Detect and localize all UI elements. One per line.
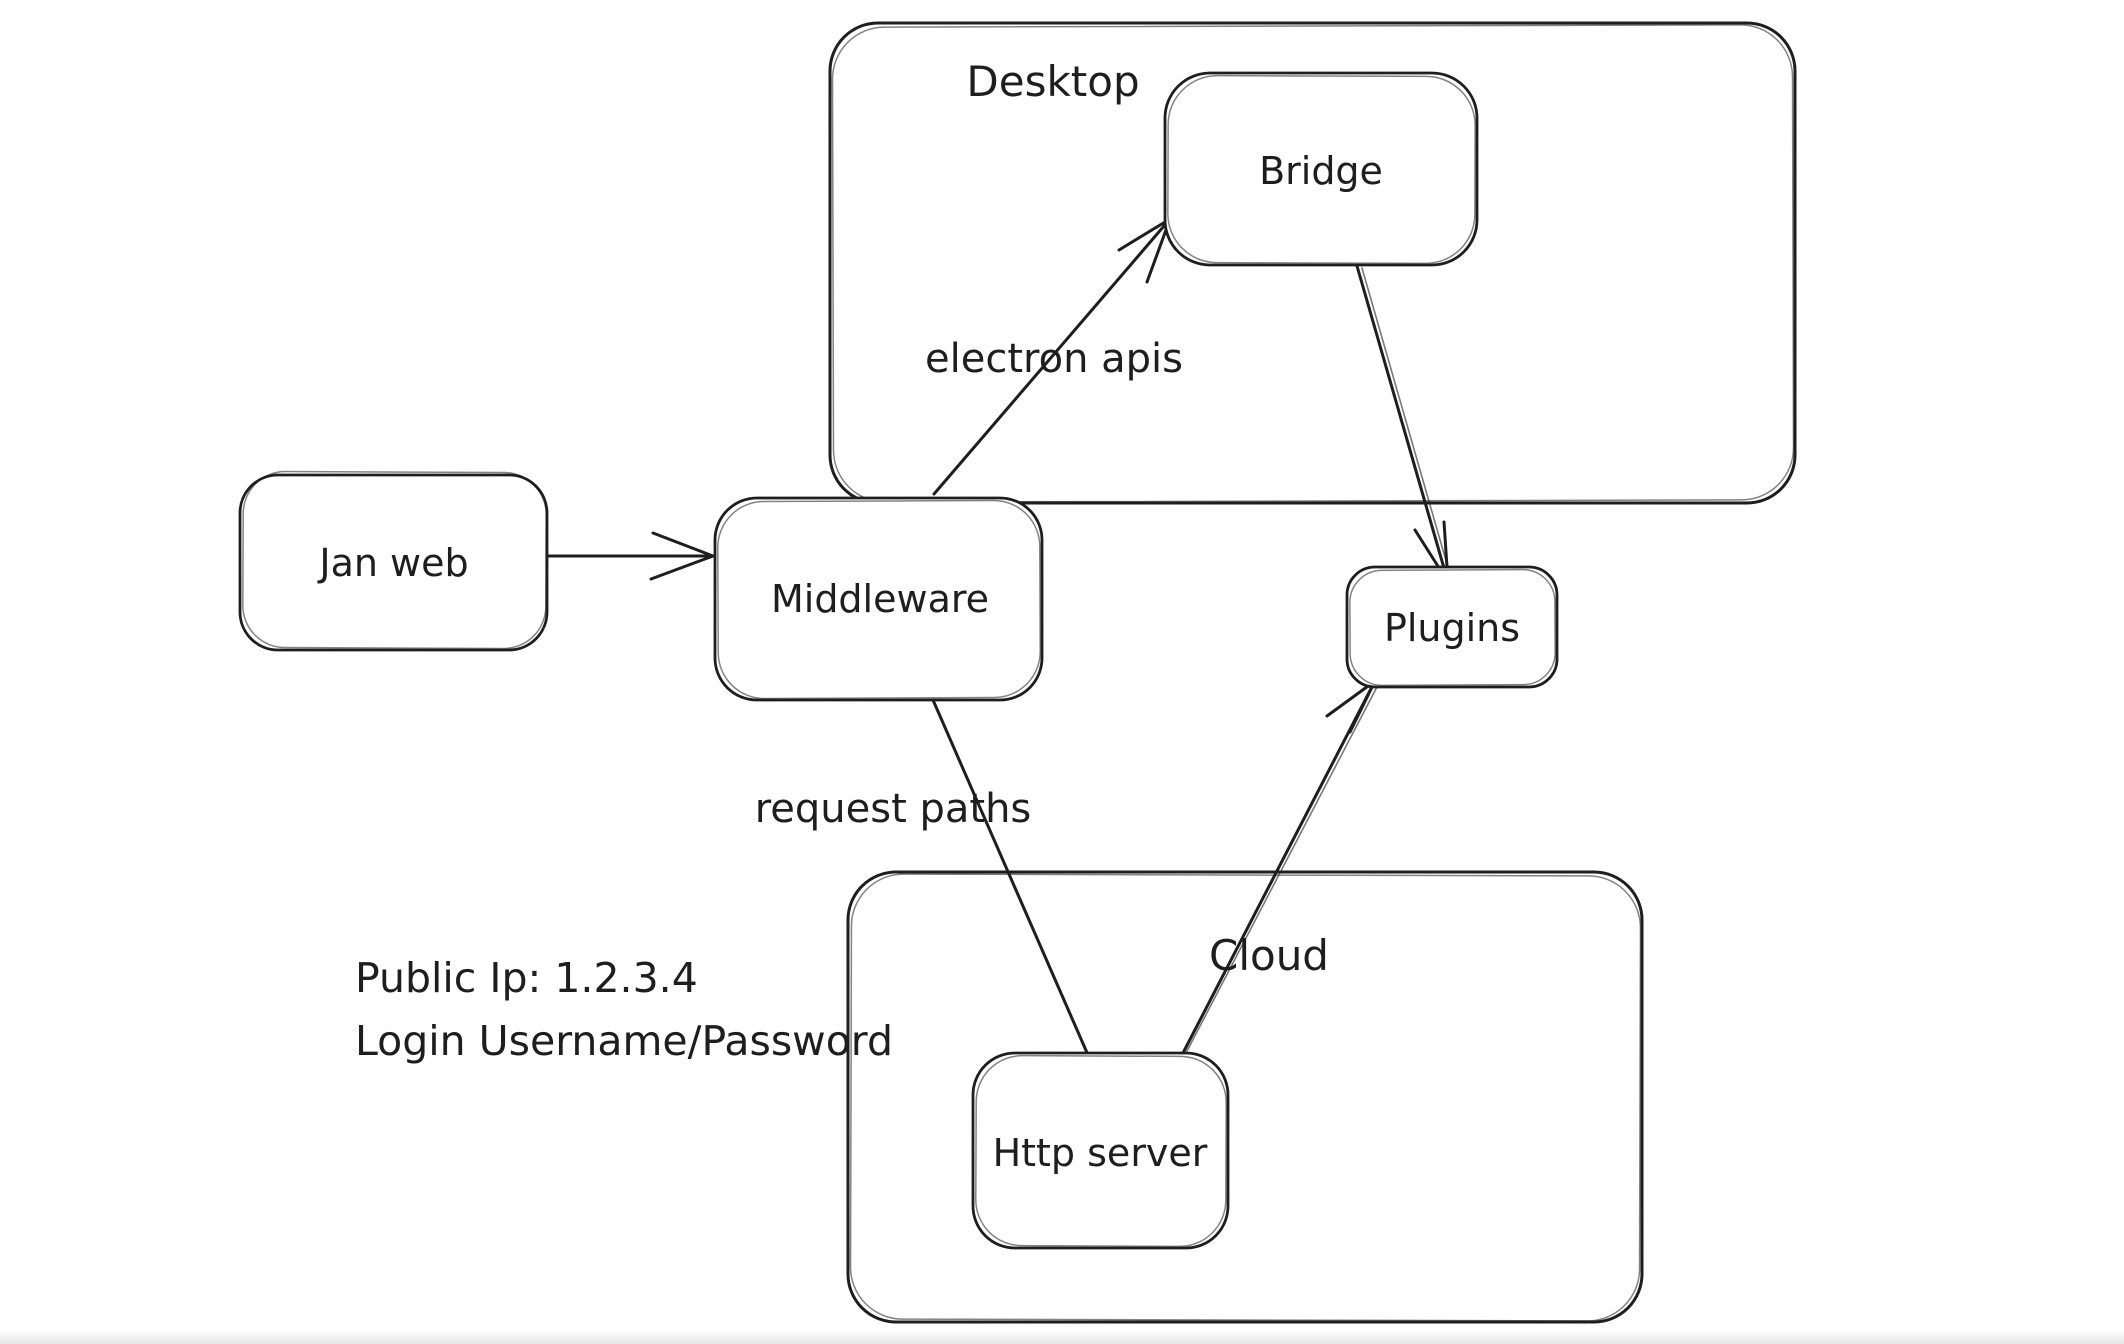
- desktop-container-outline: [828, 21, 1797, 505]
- node-jan-web-label: Jan web: [317, 541, 468, 585]
- node-http-server-box-echo: [975, 1054, 1227, 1248]
- edge-bridge-to-plugins-line: [1355, 264, 1450, 584]
- node-jan-web-box: [238, 473, 549, 652]
- edge-echo: [1361, 267, 1452, 579]
- edge-middleware-to-bridge: electron apis: [925, 217, 1183, 496]
- node-plugins: Plugins: [1345, 565, 1559, 689]
- node-http-server-label: Http server: [993, 1131, 1208, 1175]
- node-middleware-box-echo: [717, 499, 1041, 700]
- credentials-note: Public Ip: 1.2.3.4 Login Username/Passwo…: [355, 954, 893, 1065]
- node-plugins-box: [1345, 565, 1559, 689]
- node-http-server: Http server: [971, 1051, 1230, 1250]
- arrowhead-barb: [649, 554, 715, 581]
- edge-label-request-paths: request paths: [755, 786, 1032, 832]
- arrowhead-barb: [1117, 217, 1172, 252]
- edge-http-server-to-plugins: [1181, 679, 1379, 1055]
- edge-middleware-to-http-server: request paths: [755, 698, 1090, 1057]
- edge-middleware-to-bridge-line: [932, 217, 1172, 496]
- node-plugins-box-echo: [1349, 568, 1556, 687]
- cloud-container-outline-echo: [849, 873, 1642, 1322]
- node-middleware-label: Middleware: [771, 577, 989, 621]
- node-bridge-label: Bridge: [1259, 149, 1383, 193]
- arrowhead-barb: [651, 531, 715, 558]
- node-jan-web-box-echo: [242, 470, 547, 650]
- node-bridge-box-echo: [1167, 74, 1476, 265]
- arrowhead-barb: [1348, 679, 1377, 734]
- cloud-container-outline: [846, 870, 1644, 1324]
- node-http-server-box: [971, 1051, 1230, 1250]
- credentials-note-login: Login Username/Password: [355, 1017, 893, 1065]
- node-jan-web: Jan web: [238, 470, 549, 652]
- node-bridge-box: [1163, 71, 1479, 267]
- desktop-container-label: Desktop: [966, 57, 1139, 106]
- node-plugins-label: Plugins: [1384, 606, 1520, 650]
- edge-http-server-to-plugins-line: [1181, 679, 1377, 1055]
- node-bridge: Bridge: [1163, 71, 1479, 267]
- edge-jan-web-to-middleware: [545, 531, 715, 581]
- desktop-container-outline-echo: [831, 24, 1795, 503]
- credentials-note-public-ip: Public Ip: 1.2.3.4: [355, 954, 698, 1002]
- page-bottom-shadow: [0, 1330, 2124, 1344]
- edge-middleware-to-http-server-line: [931, 698, 1090, 1057]
- node-middleware: Middleware: [713, 496, 1044, 702]
- edge-echo: [1186, 684, 1379, 1052]
- edge-label-electron-apis: electron apis: [925, 336, 1183, 382]
- edge-bridge-to-plugins: [1355, 264, 1452, 584]
- node-middleware-box: [713, 496, 1044, 702]
- desktop-container: Desktop: [828, 21, 1797, 505]
